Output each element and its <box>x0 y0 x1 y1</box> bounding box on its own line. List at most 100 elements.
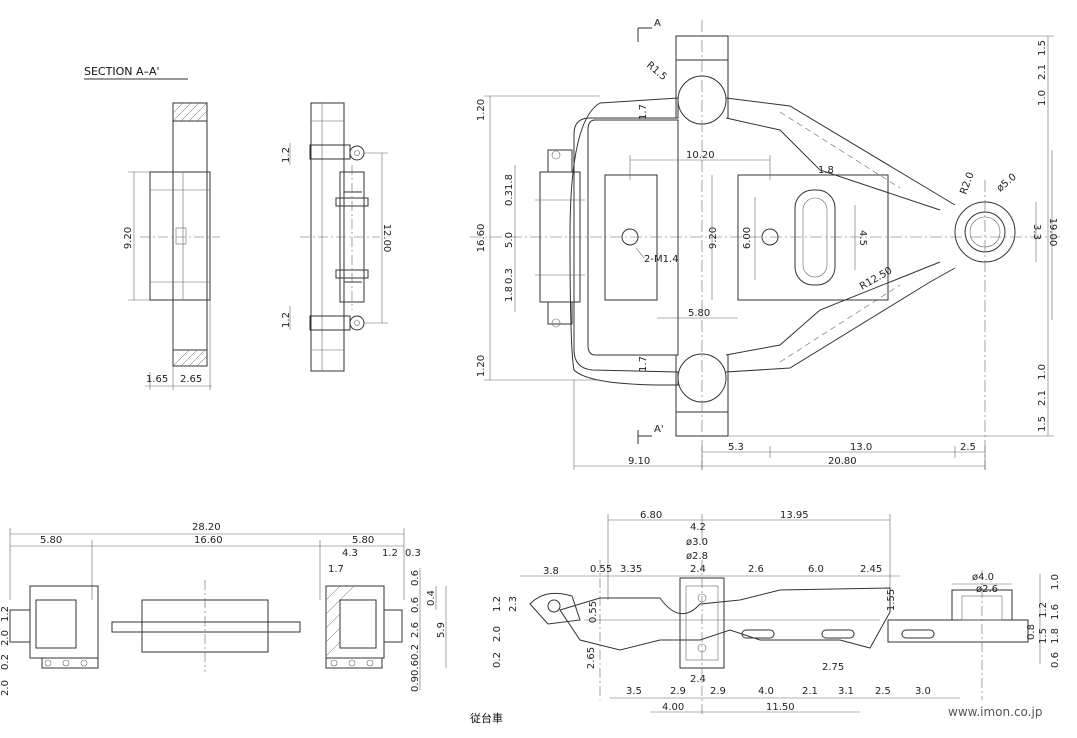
dim-1-20-top: 1.20 <box>476 99 487 121</box>
dim-1-20-bottom: 1.20 <box>476 355 487 377</box>
dim-0-4: 0.4 <box>426 590 437 606</box>
dim-3-0: 3.0 <box>915 686 931 697</box>
dim-3-3: 3.3 <box>1031 224 1042 240</box>
dim-1-8: 1.8 <box>818 165 834 176</box>
dim-r-0-8: 0.8 <box>1026 624 1037 640</box>
site-watermark: www.imon.co.jp <box>948 705 1042 719</box>
dim-2-5: 2.5 <box>875 686 891 697</box>
callout-phi2-6: ø2.6 <box>976 584 998 595</box>
dim-0-2: 0.2 <box>410 644 421 660</box>
dim-10-20: 10.20 <box>686 150 715 161</box>
callout-phi2-8: ø2.8 <box>686 551 708 562</box>
dim-2-4: 2.4 <box>690 564 706 575</box>
dim-0-9: 0.9 <box>410 676 421 692</box>
dim-11-50: 11.50 <box>766 702 795 713</box>
dim-4-2: 4.2 <box>690 522 706 533</box>
dim-1-7: 1.7 <box>328 564 344 575</box>
dim-13-95: 13.95 <box>780 510 809 521</box>
dim-l-2-0: 2.0 <box>0 630 11 646</box>
dim-4-5: 4.5 <box>857 230 868 246</box>
callout-phi3-0: ø3.0 <box>686 537 708 548</box>
dim-2-65: 2.65 <box>586 647 597 669</box>
dim-0-3: 0.3 <box>405 548 421 559</box>
dim-2-0-left: 2.0 <box>492 626 503 642</box>
dim-2-1: 2.1 <box>802 686 818 697</box>
dim-3-5: 3.5 <box>626 686 642 697</box>
dim-1-55: 1.55 <box>886 589 897 611</box>
callout-r2-0: R2.0 <box>958 171 976 196</box>
dim-0-55-v: 0.55 <box>588 601 599 623</box>
dim-l-1-2: 1.2 <box>0 606 11 622</box>
callout-phi4-0: ø4.0 <box>972 572 994 583</box>
callout-m14: 2-M1.4 <box>644 254 679 265</box>
dim-1-2-left: 1.2 <box>492 596 503 612</box>
dim-20-80: 20.80 <box>828 456 857 467</box>
dim-5-80-left: 5.80 <box>40 535 62 546</box>
dim-r-1-5-bottom: 1.5 <box>1037 416 1048 432</box>
dim-r-1-0-bottom: 1.0 <box>1037 364 1048 380</box>
dim-r-2-1-top: 2.1 <box>1037 64 1048 80</box>
dim-5-0: 5.0 <box>504 232 515 248</box>
dim-4-00: 4.00 <box>662 702 684 713</box>
dim-2-65: 2.65 <box>180 374 202 385</box>
end-view: 28.20 5.80 16.60 5.80 4.3 1.2 0.3 1.7 <box>0 522 447 696</box>
dim-6-00: 6.00 <box>742 227 753 249</box>
dim-r-1-5-top: 1.5 <box>1037 40 1048 56</box>
dim-r-1-6: 1.6 <box>1050 604 1061 620</box>
dim-5-9: 5.9 <box>436 622 447 638</box>
dim-9-20: 9.20 <box>708 227 719 249</box>
dim-r-2-1-bottom: 2.1 <box>1037 390 1048 406</box>
dim-2-4-bottom: 2.4 <box>690 674 706 685</box>
dim-1-8-bottom: 1.8 <box>504 286 515 302</box>
dim-5-80: 5.80 <box>688 308 710 319</box>
dim-2-75: 2.75 <box>822 662 844 673</box>
dim-28-20: 28.20 <box>192 522 221 533</box>
dim-1-65: 1.65 <box>146 374 168 385</box>
dim-5-80-right: 5.80 <box>352 535 374 546</box>
dim-1-2: 1.2 <box>382 548 398 559</box>
dim-0-55: 0.55 <box>590 564 612 575</box>
dim-1-2-bottom: 1.2 <box>281 312 292 328</box>
drawing-caption: 従台車 <box>470 711 503 725</box>
marker-a-prime: A' <box>654 424 664 435</box>
dim-9-20: 9.20 <box>123 227 134 249</box>
dim-l-0-2: 0.2 <box>0 654 11 670</box>
dim-3-35: 3.35 <box>620 564 642 575</box>
dim-5-3: 5.3 <box>728 442 744 453</box>
dim-0-6-a: 0.6 <box>410 570 421 586</box>
dim-r-1-8: 1.8 <box>1050 628 1061 644</box>
dim-1-7-bottom: 1.7 <box>638 356 649 372</box>
dim-2-9-a: 2.9 <box>670 686 686 697</box>
section-title: SECTION A–A' <box>84 65 160 78</box>
marker-a: A <box>654 18 661 29</box>
dim-2-5: 2.5 <box>960 442 976 453</box>
side-view: 1.2 1.2 12.00 <box>281 102 392 372</box>
dim-12-00: 12.00 <box>381 224 392 253</box>
plan-view: A A' 2-M1.4 R12.50 R2.0 ø5.0 R1.5 10.20 … <box>470 18 1060 470</box>
dim-2-3: 2.3 <box>508 596 519 612</box>
dim-13-0: 13.0 <box>850 442 872 453</box>
dim-3-8: 3.8 <box>543 566 559 577</box>
callout-r1-5: R1.5 <box>644 60 669 83</box>
dim-1-2-top: 1.2 <box>281 147 292 163</box>
dim-19-00: 19.00 <box>1047 218 1058 247</box>
dim-0-2-left: 0.2 <box>492 652 503 668</box>
dim-2-6: 2.6 <box>410 622 421 638</box>
dim-1-8-top: 1.8 <box>504 174 515 190</box>
dim-r-0-6: 0.6 <box>1050 652 1061 668</box>
section-view: SECTION A–A' 9.20 1.65 2.65 <box>84 65 220 390</box>
dim-6-80: 6.80 <box>640 510 662 521</box>
dim-r-1-0: 1.0 <box>1050 574 1061 590</box>
dim-4-3: 4.3 <box>342 548 358 559</box>
callout-phi5-0: ø5.0 <box>995 172 1019 195</box>
dim-1-7-top: 1.7 <box>638 104 649 120</box>
dim-r-1-2: 1.2 <box>1038 602 1049 618</box>
dim-0-3-top: 0.3 <box>504 190 515 206</box>
dim-9-10: 9.10 <box>628 456 650 467</box>
dim-16-60: 16.60 <box>476 224 487 253</box>
dim-16-60: 16.60 <box>194 535 223 546</box>
dim-r-1-5: 1.5 <box>1038 628 1049 644</box>
dim-2-45: 2.45 <box>860 564 882 575</box>
dim-2-6: 2.6 <box>748 564 764 575</box>
